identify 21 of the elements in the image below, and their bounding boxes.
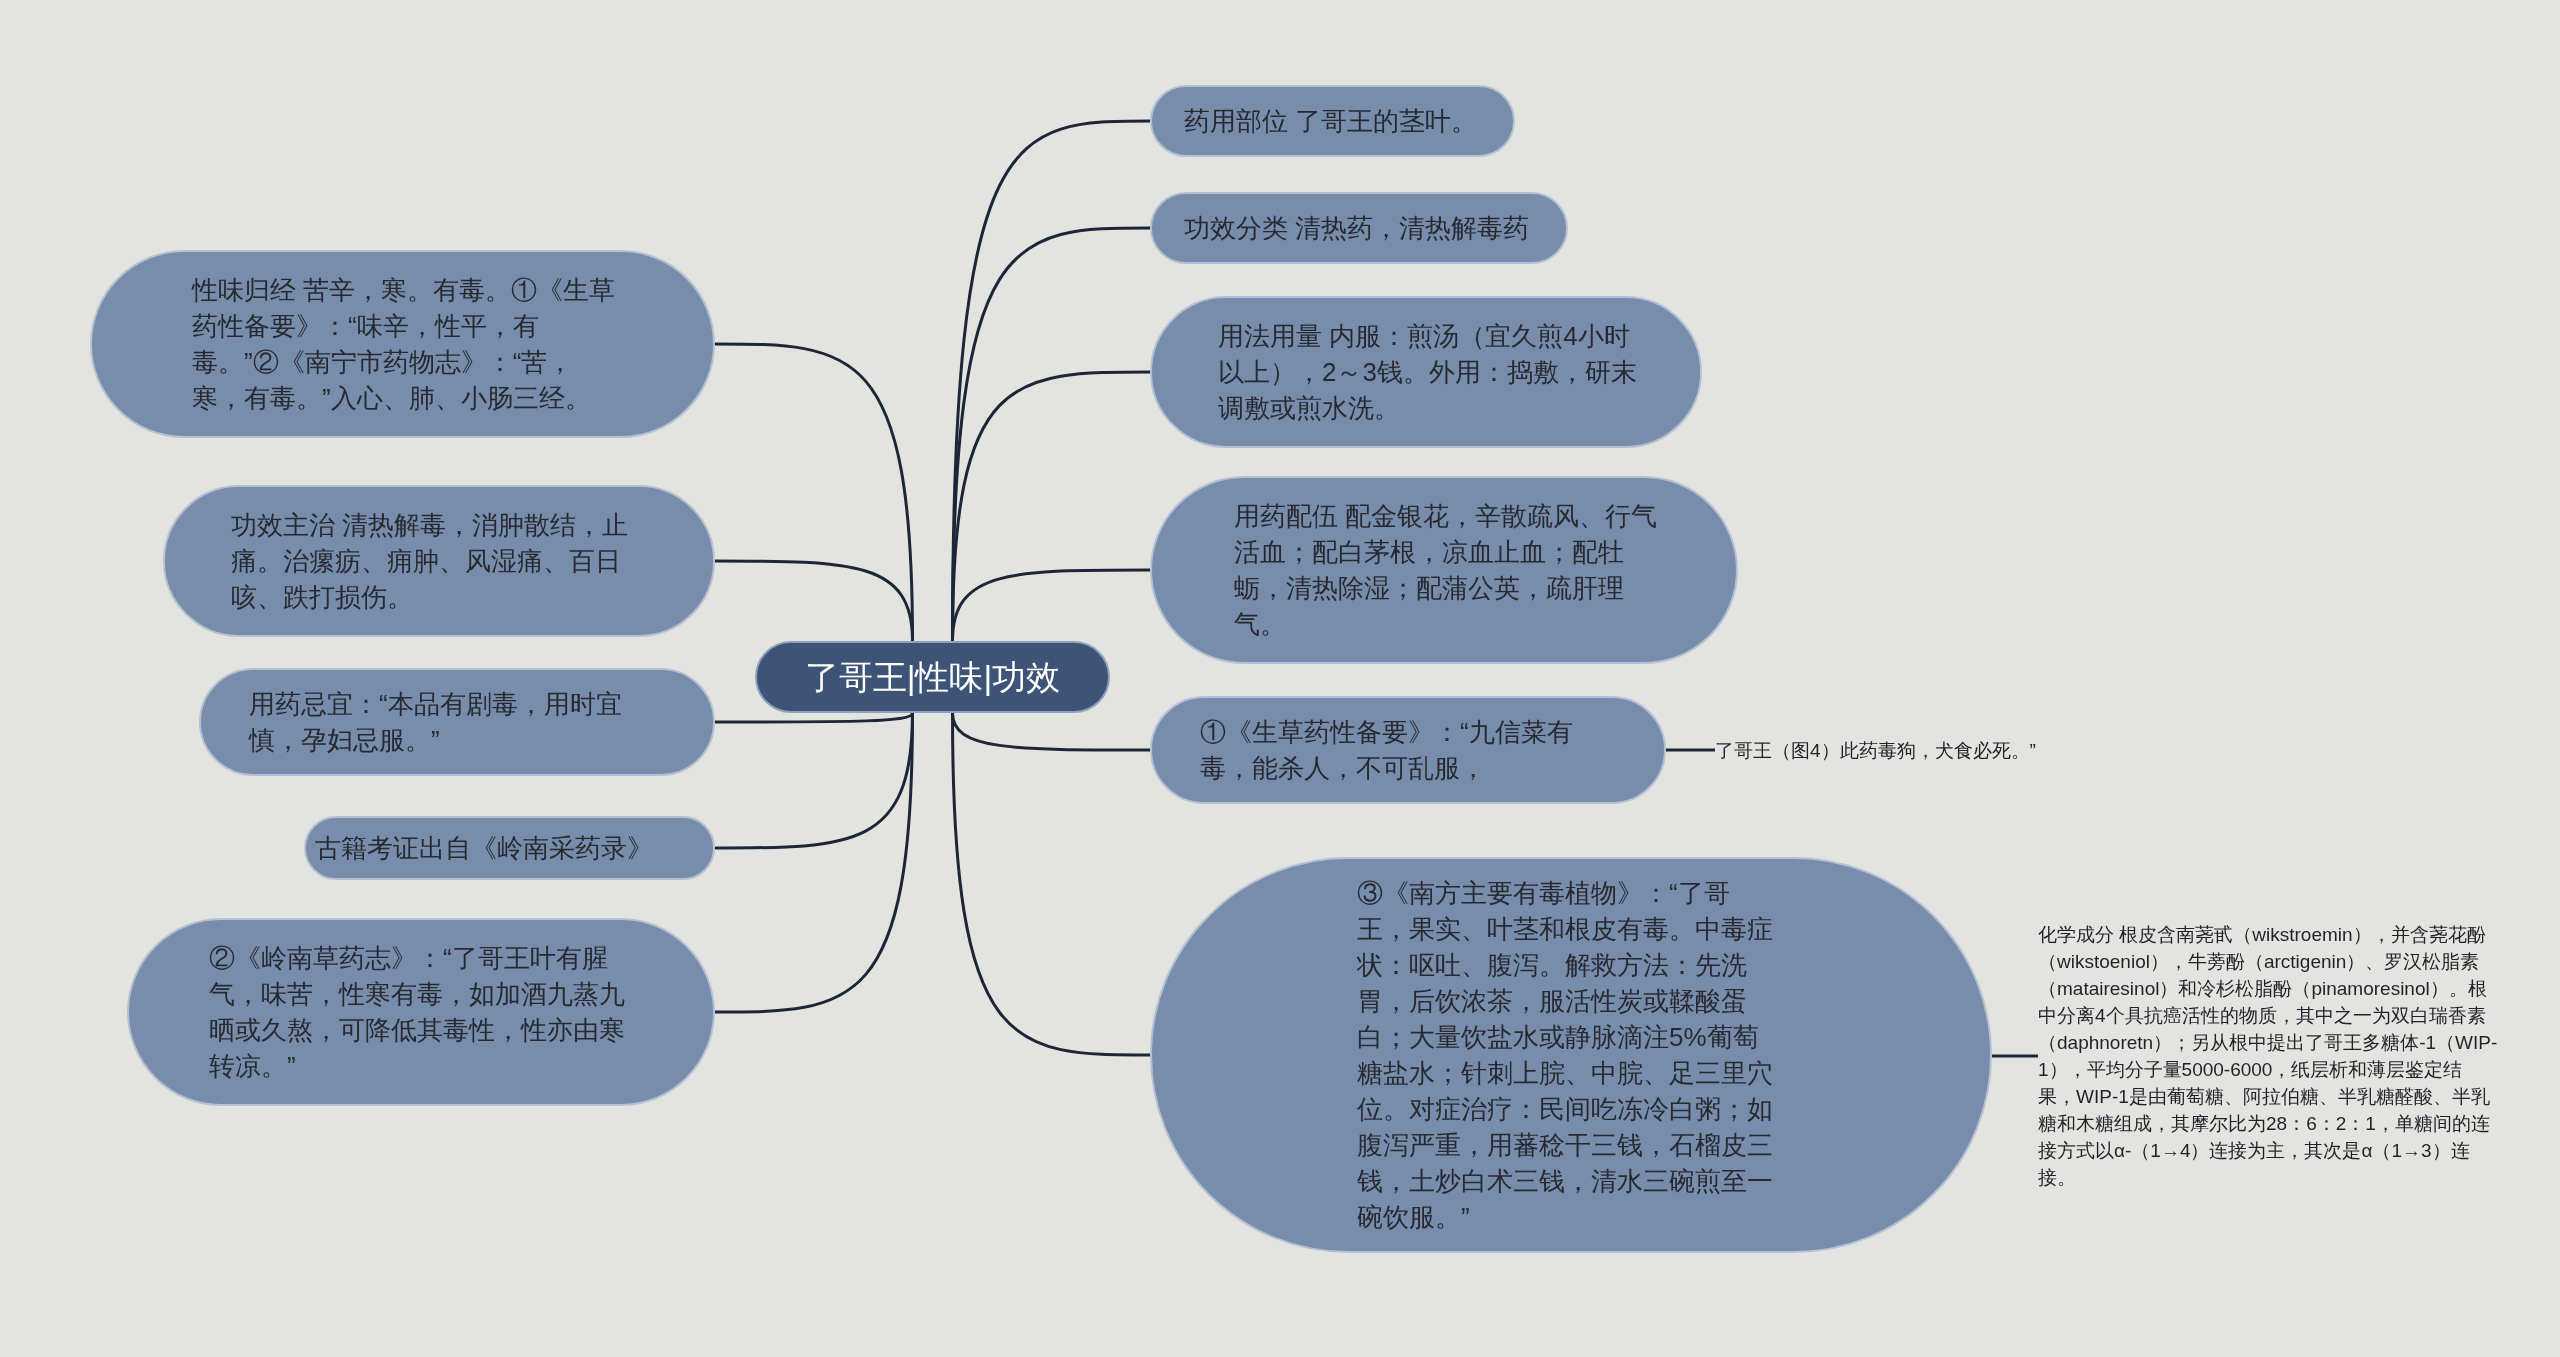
connector-line (951, 568, 1150, 642)
topic-pill: 性味归经 苦辛，寒。有毒。①《生草药性备要》：“味辛，性平，有毒。”②《南宁市药物志》：“苦，寒，有毒。”入心、肺、小肠三经。 (90, 250, 715, 438)
topic-pill: 功效主治 清热解毒，消肿散结，止痛。治瘰疬、痈肿、风湿痛、百日咳、跌打损伤。 (163, 485, 715, 637)
topic-pill: 功效分类 清热药，清热解毒药 (1150, 192, 1568, 264)
connector-line (1666, 748, 1715, 752)
topic-pill: 用法用量 内服：煎汤（宜久煎4小时以上），2～3钱。外用：捣敷，研末调敷或煎水洗。 (1150, 296, 1702, 448)
connector-line (715, 559, 914, 642)
central-topic: 了哥王|性味|功效 (755, 641, 1110, 713)
leaf-text: 了哥王（图4）此药毒狗，犬食必死。” (1715, 736, 2095, 764)
connector-line (715, 712, 914, 724)
connector-line (951, 712, 1150, 1057)
topic-pill: 用药配伍 配金银花，辛散疏风、行气活血；配白茅根，凉血止血；配牡蛎，清热除湿；配蒲公英，疏肝理气。 (1150, 476, 1738, 664)
connector-line (1992, 1054, 2038, 1058)
topic-pill: ③《南方主要有毒植物》：“了哥王，果实、叶茎和根皮有毒。中毒症状：呕吐、腹泻。解救方法：先洗胃，后饮浓茶，服活性炭或鞣酸蛋白；大量饮盐水或静脉滴注5%葡萄糖盐水；针刺上脘、中脘、足三里穴位。对症治疗：民间吃冻冷白粥；如腹泻严重，用蕃稔干三钱，石榴皮三钱，土炒白术三钱，清水三碗煎至一碗饮服。” (1150, 857, 1992, 1253)
topic-pill: 古籍考证出自《岭南采药录》 (304, 816, 715, 880)
topic-pill: ②《岭南草药志》：“了哥王叶有腥气，味苦，性寒有毒，如加酒九蒸九晒或久熬，可降低其毒性，性亦由寒转凉。” (127, 918, 715, 1106)
connector-line (715, 712, 914, 1014)
leaf-text: 化学成分 根皮含南荛甙（wikstroemin），并含荛花酚（wikstoeniol），牛蒡酚（arctigenin）、罗汉松脂素（matairesinol）和冷杉松脂酚（pinamoresinol）。根中分离4个具抗癌活性的物质，其中之一为双白瑞香素（daphnoretn）；另从根中提出了哥王多糖体-1（WIP-1），平均分子量5000-6000，纸层析和薄层鉴定结果，WIP-1是由葡萄糖、阿拉伯糖、半乳糖醛酸、半乳糖和木糖组成，其摩尔比为28：6：2：1，单糖间的连接方式以α-（1→4）连接为主，其次是α（1→3）连接。 (2038, 921, 2498, 1191)
topic-pill: ①《生草药性备要》：“九信菜有毒，能杀人，不可乱服， (1150, 696, 1666, 804)
topic-pill: 药用部位 了哥王的茎叶。 (1150, 85, 1515, 157)
topic-pill: 用药忌宜：“本品有剧毒，用时宜慎，孕妇忌服。” (199, 668, 715, 776)
